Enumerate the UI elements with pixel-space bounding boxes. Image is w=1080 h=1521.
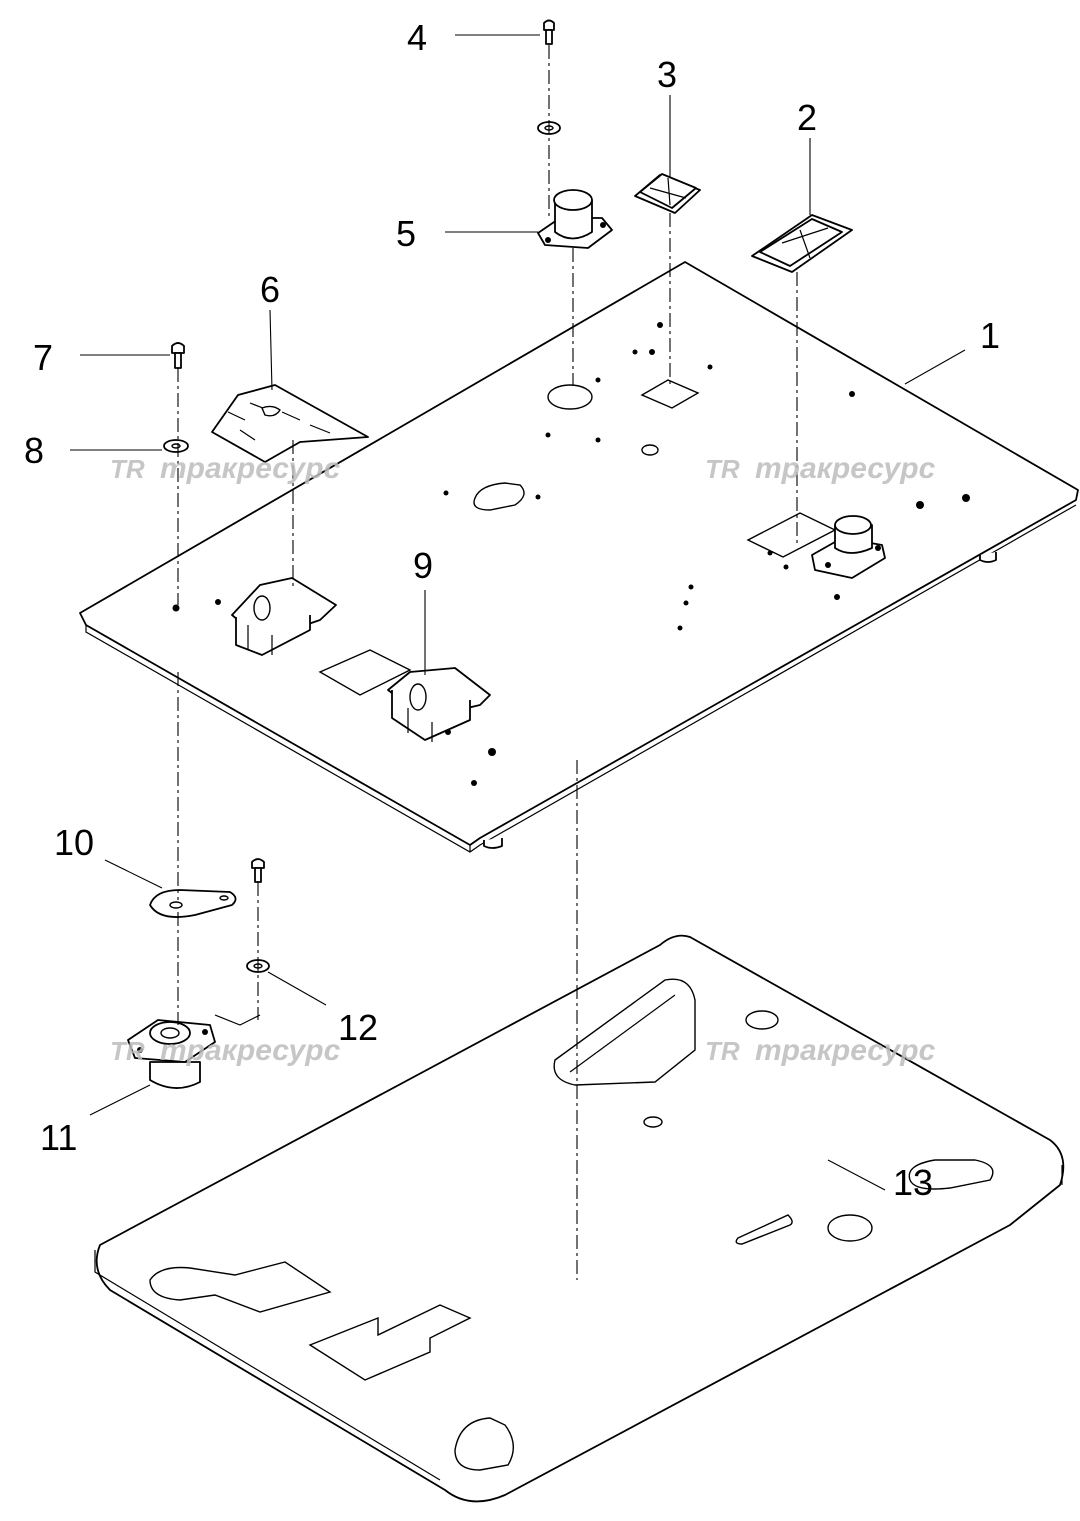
part-9-bracket-left xyxy=(231,577,337,656)
plate-screw-holes xyxy=(172,322,970,786)
callout-10: 10 xyxy=(54,822,94,863)
watermark-text: тракресурс xyxy=(755,452,936,485)
part-1-top-plate xyxy=(79,261,1079,853)
mounted-bushing-right xyxy=(811,515,886,579)
part-5-bushing xyxy=(537,189,613,249)
callout-5: 5 xyxy=(396,213,416,254)
part-3-grommet xyxy=(634,173,701,214)
plate-feet xyxy=(483,552,997,849)
callout-3: 3 xyxy=(657,54,677,95)
part-6-perforated-cover xyxy=(211,384,369,463)
callout-4: 4 xyxy=(407,17,427,58)
callout-8: 8 xyxy=(24,430,44,471)
watermark-text: тракресурс xyxy=(160,452,341,485)
callout-labels: 1 2 3 4 5 6 7 8 9 10 11 12 13 xyxy=(24,17,1000,1203)
part-7-bolt xyxy=(171,342,185,369)
watermark-text: тракресурс xyxy=(160,1034,341,1067)
watermark-bottom-left: TR тракресурс xyxy=(110,1034,341,1067)
watermark-logo: TR xyxy=(110,454,145,484)
callout-13: 13 xyxy=(893,1162,933,1203)
watermark-top-left: TR тракресурс xyxy=(110,452,341,485)
part-9-bracket xyxy=(387,667,491,742)
callout-1: 1 xyxy=(980,315,1000,356)
part-13-base-plate xyxy=(94,934,1065,1503)
part-2-rect-grommet xyxy=(751,214,853,273)
watermark-bottom-right: TR тракресурс xyxy=(705,1034,936,1067)
callout-12: 12 xyxy=(338,1007,378,1048)
watermark-logo: TR xyxy=(110,1036,145,1066)
part-10-flange-plate xyxy=(149,889,237,918)
assembly-centerlines xyxy=(177,45,798,1280)
callout-leaders xyxy=(70,34,966,1191)
watermark-logo: TR xyxy=(705,454,740,484)
callout-11: 11 xyxy=(40,1117,77,1158)
part-11-mount xyxy=(127,1014,261,1089)
callout-2: 2 xyxy=(797,97,817,138)
watermark-top-right: TR тракресурс xyxy=(705,452,936,485)
watermark-text: тракресурс xyxy=(755,1034,936,1067)
callout-6: 6 xyxy=(260,269,280,310)
callout-7: 7 xyxy=(33,337,53,378)
watermark-logo: TR xyxy=(705,1036,740,1066)
callout-9: 9 xyxy=(413,545,433,586)
part-8-washer xyxy=(163,439,189,453)
